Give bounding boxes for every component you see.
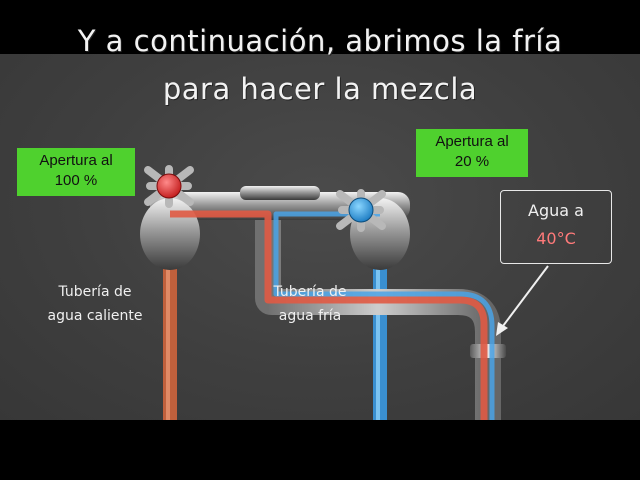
hot-valve-handle	[144, 165, 194, 208]
title-line-1: Y a continuación, abrimos la fría	[77, 24, 563, 58]
cold-pipe-label-line2: agua fría	[278, 308, 342, 324]
outlet-temperature-box: Agua a 40°C	[500, 190, 612, 264]
hot-opening-text: Apertura al	[39, 152, 113, 169]
cold-valve-handle	[336, 189, 386, 232]
outlet-arrow	[499, 265, 549, 331]
cold-pipe-label-line1: Tubería de	[273, 284, 347, 300]
title-line-2: para hacer la mezcla	[162, 72, 478, 106]
outlet-label-text: Agua a	[528, 201, 584, 220]
cold-pipe-label: Tubería de agua fría	[250, 280, 370, 328]
hot-pipe-label-line1: Tubería de	[58, 284, 132, 300]
hot-opening-label: Apertura al 100 %	[17, 148, 135, 196]
hot-pipe-label-line2: agua caliente	[47, 308, 143, 324]
cold-opening-text: Apertura al	[435, 133, 509, 150]
cold-opening-value: 20 %	[454, 153, 490, 170]
chalkboard-background	[0, 54, 640, 420]
faucet-illustration	[140, 165, 549, 420]
hot-pipe-label: Tubería de agua caliente	[30, 280, 160, 328]
cold-opening-label: Apertura al 20 %	[416, 129, 528, 177]
outlet-temperature: 40°C	[536, 229, 576, 248]
hot-opening-value: 100 %	[54, 172, 98, 189]
